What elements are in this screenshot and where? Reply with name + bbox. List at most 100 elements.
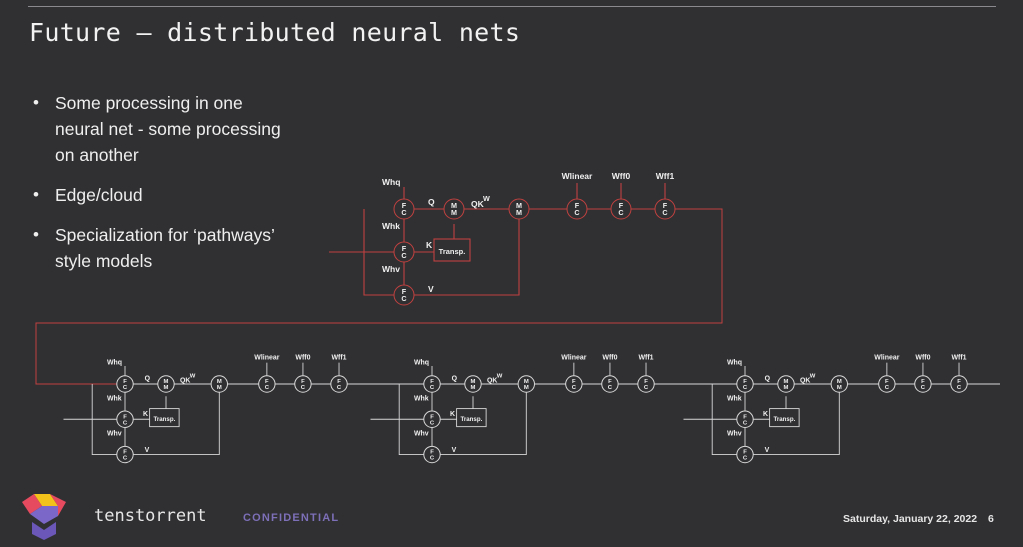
fc-q-node (736, 375, 754, 393)
fc-ff0-node (601, 375, 619, 393)
bullet-list: Some processing in one neural net - some… (30, 90, 290, 288)
mm-v-node (508, 198, 530, 220)
label-whk: Whk (382, 221, 400, 231)
v-input-line (363, 209, 394, 296)
label-qk: QK (487, 377, 497, 384)
fc-ff1-node-letter-top: F (957, 379, 961, 385)
fc-q-node-letter-top: F (123, 379, 127, 385)
mm-v-node-letter-bottom: M (837, 385, 842, 391)
fc-k-node-letter-top: F (402, 244, 407, 253)
fc-linear-node-letter-bottom: C (265, 385, 270, 391)
fc-ff0-node (914, 375, 932, 393)
label-wlinear: Wlinear (874, 354, 899, 361)
fc-ff0-node (610, 198, 632, 220)
label-wff0: Wff0 (612, 171, 631, 181)
v-input-line (711, 384, 737, 455)
label-q: Q (145, 376, 151, 383)
mm-qk-node (464, 375, 482, 393)
fc-v-node-letter-top: F (123, 450, 127, 456)
label-qk-superscript: W (497, 373, 503, 379)
fc-ff1-node-letter-bottom: C (337, 385, 342, 391)
fc-linear-node-letter-top: F (885, 379, 889, 385)
label-v: V (765, 447, 770, 454)
label-wff0: Wff0 (602, 354, 617, 361)
fc-q-node-letter-top: F (743, 379, 747, 385)
label-whq: Whq (382, 177, 400, 187)
label-wlinear: Wlinear (562, 171, 593, 181)
label-whq: Whq (727, 359, 742, 366)
fc-ff1-node (654, 198, 676, 220)
fc-q-node (116, 375, 134, 393)
mm-v-node-letter-bottom: M (524, 385, 529, 391)
fc-ff0-node-letter-bottom: C (608, 385, 613, 391)
fc-k-node-letter-top: F (430, 414, 434, 420)
label-qk: QK (471, 199, 485, 209)
label-whq: Whq (414, 359, 429, 366)
label-wff0: Wff0 (295, 354, 310, 361)
slide-title: Future – distributed neural nets (29, 18, 521, 47)
v-input-line (398, 384, 424, 455)
mm-qk-node (777, 375, 795, 393)
fc-ff1-node (950, 375, 968, 393)
bullet-item: Edge/cloud (30, 182, 290, 208)
bullet-item: Some processing in one neural net - some… (30, 90, 290, 168)
page-number: 6 (988, 513, 994, 525)
fc-q-node-letter-top: F (430, 379, 434, 385)
label-wff1: Wff1 (331, 354, 346, 361)
label-q: Q (428, 197, 435, 207)
fc-v-node-letter-top: F (743, 450, 747, 456)
mm-qk-node (157, 375, 175, 393)
label-v: V (145, 447, 150, 454)
mm-qk-node (443, 198, 465, 220)
fc-v-node (393, 284, 415, 306)
transpose-box (149, 408, 180, 428)
mm-qk-node-letter-top: M (164, 379, 169, 385)
transpose-box (456, 408, 487, 428)
label-qk: QK (800, 377, 810, 384)
label-qk-superscript: W (483, 194, 490, 203)
transpose-label: Transp. (153, 416, 175, 423)
v-line (440, 392, 527, 455)
fc-ff1-node-letter-top: F (337, 379, 341, 385)
fc-ff0-node-letter-top: F (301, 379, 305, 385)
bullet-item: Specialization for ‘pathways’ style mode… (30, 222, 290, 274)
label-wff1: Wff1 (951, 354, 966, 361)
label-wff0: Wff0 (915, 354, 930, 361)
label-whq: Whq (107, 359, 122, 366)
fc-ff0-node-letter-top: F (619, 201, 624, 210)
mm-qk-node-letter-top: M (451, 201, 457, 210)
fc-ff1-node-letter-bottom: C (644, 385, 649, 391)
fc-linear-node-letter-bottom: C (885, 385, 890, 391)
mm-qk-node-letter-bottom: M (451, 208, 457, 217)
transpose-box (769, 408, 800, 428)
fc-q-node-letter-bottom: C (123, 385, 128, 391)
fc-k-node (423, 410, 441, 428)
fc-v-node-letter-bottom: C (430, 456, 435, 462)
fc-v-node-letter-bottom: C (401, 294, 406, 303)
label-k: K (763, 411, 768, 418)
fc-k-node (736, 410, 754, 428)
label-wlinear: Wlinear (254, 354, 279, 361)
fc-ff0-node (294, 375, 312, 393)
fc-v-node-letter-bottom: C (743, 456, 748, 462)
fc-v-node-letter-bottom: C (123, 456, 128, 462)
fc-linear-node (565, 375, 583, 393)
label-whv: Whv (107, 431, 122, 438)
fc-ff1-node-letter-top: F (663, 201, 668, 210)
fc-v-node-letter-top: F (402, 287, 407, 296)
fc-ff0-node-letter-bottom: C (618, 208, 623, 217)
mm-v-node-letter-top: M (516, 201, 522, 210)
fc-q-node-letter-bottom: C (430, 385, 435, 391)
fc-q-node-letter-top: F (402, 201, 407, 210)
mm-v-node (210, 375, 229, 393)
mm-qk-node-letter-bottom: M (471, 385, 476, 391)
label-wlinear: Wlinear (561, 354, 586, 361)
label-whk: Whk (727, 395, 742, 402)
mm-v-node-letter-top: M (837, 379, 842, 385)
fc-linear-node-letter-top: F (575, 201, 580, 210)
label-q: Q (452, 376, 458, 383)
fc-k-node-letter-bottom: C (123, 420, 128, 426)
mm-v-node-letter-top: M (217, 379, 222, 385)
fc-linear-node (258, 375, 276, 393)
distributed-link-line (35, 198, 723, 385)
